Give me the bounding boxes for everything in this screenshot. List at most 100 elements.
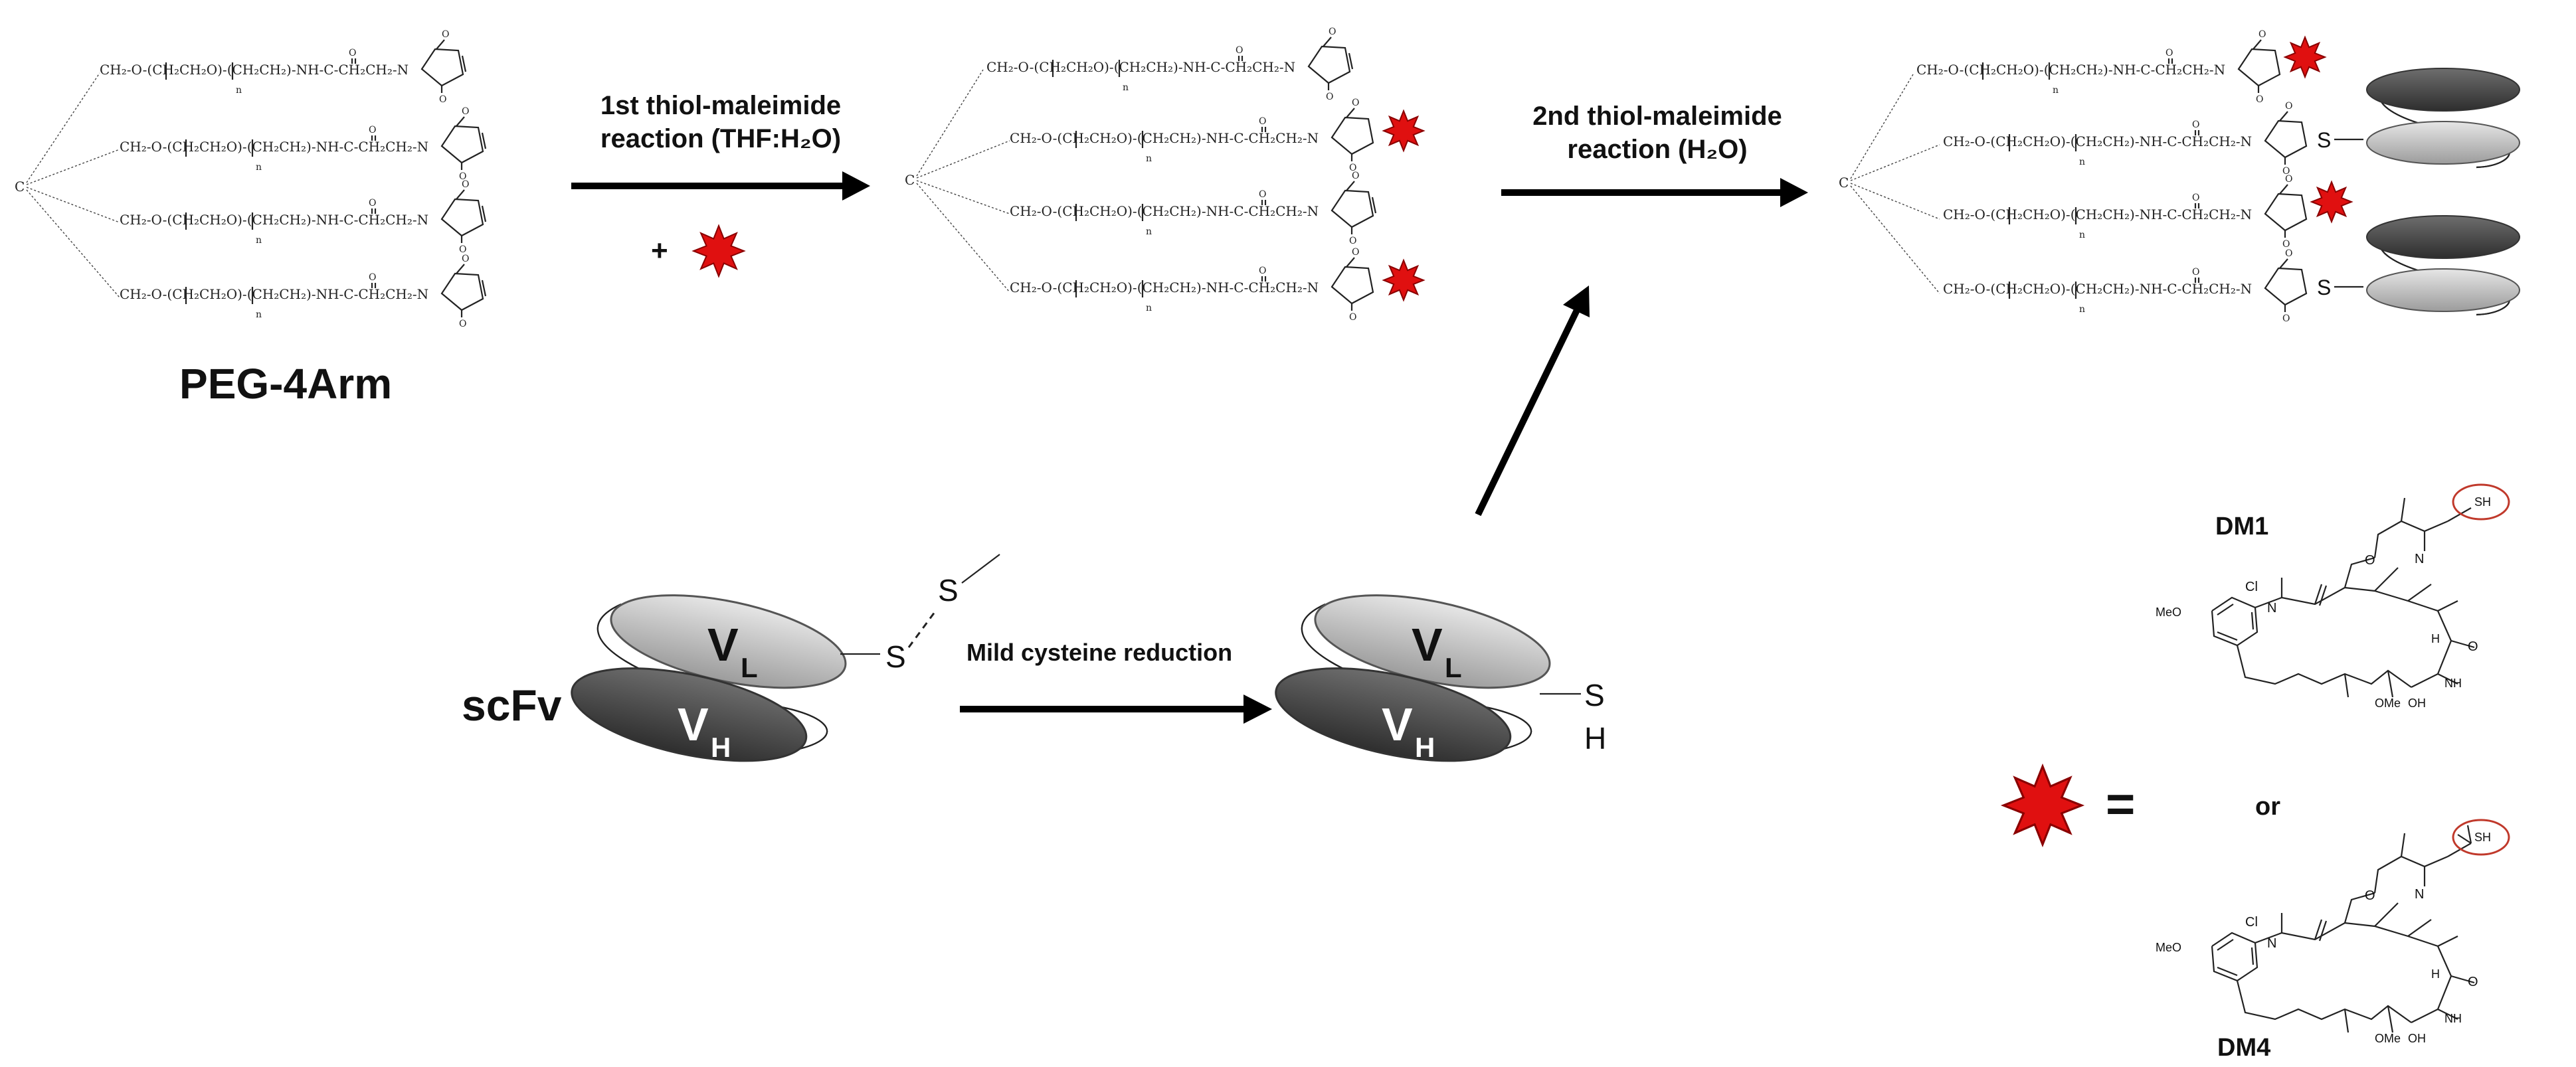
arm-chain-text: CH₂-O-(CH₂CH₂O)-(CH₂CH₂)-NH-C-CH₂CH₂-N	[120, 212, 428, 228]
vh-domain-small	[2366, 215, 2520, 259]
sh-label: SH	[2474, 831, 2491, 844]
ring-o-bottom: O	[2282, 313, 2290, 324]
ring-o-top: O	[2285, 101, 2292, 112]
vh-domain-small	[2366, 68, 2520, 112]
ring	[1307, 45, 1351, 84]
repeat-n: n	[256, 235, 262, 246]
ring-o-bottom: O	[439, 94, 446, 105]
peg2-arm-4: CH₂-O-(CH₂CH₂O)-(CH₂CH₂)-NH-C-CH₂CH₂-NnO…	[1010, 247, 1426, 323]
nh-label: NH	[2444, 677, 2462, 690]
arm-chain-text: CH₂-O-(CH₂CH₂O)-(CH₂CH₂)-NH-C-CH₂CH₂-N	[120, 286, 428, 302]
side-n-label: N	[2415, 887, 2424, 902]
repeat-n: n	[256, 162, 262, 173]
step2-label-line2: reaction (H₂O)	[1567, 135, 1747, 164]
equals-sign: =	[2106, 776, 2135, 833]
arm-chain-text: CH₂-O-(CH₂CH₂O)-(CH₂CH₂)-NH-C-CH₂CH₂-N	[1943, 206, 2252, 222]
amide-n-label: N	[2267, 936, 2276, 951]
ring-o-top: O	[1352, 98, 1359, 108]
peg3-arm-2: CH₂-O-(CH₂CH₂O)-(CH₂CH₂)-NH-C-CH₂CH₂-NnO…	[1943, 68, 2520, 177]
dm1-label: DM1	[2215, 513, 2268, 540]
vh-domain	[571, 667, 808, 762]
arm-chain-text: CH₂-O-(CH₂CH₂O)-(CH₂CH₂)-NH-C-CH₂CH₂-N	[1916, 62, 2225, 78]
conjugated-drug-star-icon	[1382, 109, 1426, 153]
oh-label: OH	[2408, 697, 2426, 710]
carbonyl-o-label: O	[2468, 975, 2478, 989]
peg-4arm-start: C CH₂-O-(CH₂CH₂O)-(CH₂CH₂)-NH-C-CH₂CH₂-N…	[15, 29, 487, 329]
vl-label: V	[707, 619, 739, 671]
conjugated-scfv: S	[2317, 215, 2520, 316]
ring-o-bottom: O	[2256, 94, 2263, 105]
ring-o-bottom: O	[2282, 166, 2290, 177]
repeat-n: n	[1146, 226, 1152, 237]
ring-o-bottom: O	[1349, 163, 1356, 173]
ome-label: OMe	[2375, 697, 2401, 710]
reduction-label: Mild cysteine reduction	[966, 639, 1232, 666]
ring-o-bottom: O	[1349, 236, 1356, 246]
amide-o: O	[2192, 193, 2199, 203]
amide-o: O	[1259, 189, 1266, 200]
ring-o-bottom: O	[459, 244, 466, 255]
sh-label: SH	[2474, 495, 2491, 509]
thioether-s: S	[2317, 276, 2331, 299]
ring	[2264, 267, 2308, 306]
oh-label: OH	[2408, 1032, 2426, 1045]
repeat-n: n	[236, 85, 242, 96]
h-label: H	[2431, 632, 2440, 645]
core-carbon-2: C	[905, 172, 915, 188]
ring	[440, 198, 484, 237]
step1-label-line2: reaction (THF:H₂O)	[600, 124, 841, 153]
conjugated-drug-star-icon	[1382, 258, 1426, 302]
ring-o-top: O	[1352, 171, 1359, 181]
ring	[440, 272, 484, 311]
arm-chain-text: CH₂-O-(CH₂CH₂O)-(CH₂CH₂)-NH-C-CH₂CH₂-N	[1010, 280, 1319, 295]
peg2-arm-3: CH₂-O-(CH₂CH₂O)-(CH₂CH₂)-NH-C-CH₂CH₂-NnO…	[1010, 171, 1377, 246]
amide-o: O	[1259, 116, 1266, 127]
conjugated-drug-star-icon	[2283, 35, 2327, 79]
core-carbon: C	[15, 179, 25, 195]
peg2-arm-2: CH₂-O-(CH₂CH₂O)-(CH₂CH₂)-NH-C-CH₂CH₂-NnO…	[1010, 98, 1426, 173]
vh-subscript-reduced: H	[1415, 732, 1435, 763]
ring-o-top: O	[2258, 29, 2266, 40]
ring-o-top: O	[2285, 174, 2292, 185]
vh-label: V	[678, 698, 709, 750]
ring-o-bottom: O	[2282, 239, 2290, 250]
ring	[1331, 189, 1374, 228]
amide-o: O	[1259, 266, 1266, 276]
ring-o-top: O	[2285, 248, 2292, 259]
ester-o-label: O	[2365, 888, 2375, 903]
repeat-n: n	[256, 309, 262, 320]
repeat-n: n	[2079, 157, 2085, 167]
vh-label-reduced: V	[1382, 698, 1413, 750]
step2-arrowhead	[1780, 178, 1808, 207]
carbonyl-o-label: O	[2468, 639, 2478, 654]
arm-chain-text: CH₂-O-(CH₂CH₂O)-(CH₂CH₂)-NH-C-CH₂CH₂-N	[1943, 281, 2252, 297]
amide-o: O	[369, 272, 376, 283]
ring	[2264, 120, 2308, 159]
peg3-arm-1: CH₂-O-(CH₂CH₂O)-(CH₂CH₂)-NH-C-CH₂CH₂-NnO…	[1916, 29, 2327, 105]
peg-intermediate: C CH₂-O-(CH₂CH₂O)-(CH₂CH₂)-NH-C-CH₂CH₂-N…	[905, 27, 1426, 323]
scfv-reduced: V L V H	[1275, 594, 1551, 763]
amide-o: O	[2165, 48, 2173, 58]
thioether-s: S	[2317, 128, 2331, 152]
ring	[420, 48, 464, 87]
vl-subscript-reduced: L	[1445, 652, 1462, 683]
ring	[2264, 193, 2308, 232]
step1-label-line1: 1st thiol-maleimide	[600, 91, 841, 120]
amide-o: O	[369, 125, 376, 135]
peg3-arm-3: CH₂-O-(CH₂CH₂O)-(CH₂CH₂)-NH-C-CH₂CH₂-NnO…	[1943, 174, 2353, 250]
methoxy-label: MeO	[2156, 941, 2181, 954]
repeat-n: n	[2079, 304, 2085, 315]
plus-sign: +	[651, 234, 668, 267]
ring-o-top: O	[1329, 27, 1336, 37]
conjugated-scfv: S	[2317, 68, 2520, 169]
repeat-n: n	[1123, 82, 1129, 93]
peg-4arm-label: PEG-4Arm	[179, 360, 392, 408]
vl-subscript: L	[741, 652, 758, 683]
vl-domain-small	[2366, 121, 2520, 165]
thiol-h: H	[1584, 721, 1606, 756]
ring	[440, 125, 484, 164]
amide-n-label: N	[2267, 601, 2276, 616]
peg1-arm-1: CH₂-O-(CH₂CH₂O)-(CH₂CH₂)-NH-C-CH₂CH₂-NnO…	[100, 29, 467, 105]
